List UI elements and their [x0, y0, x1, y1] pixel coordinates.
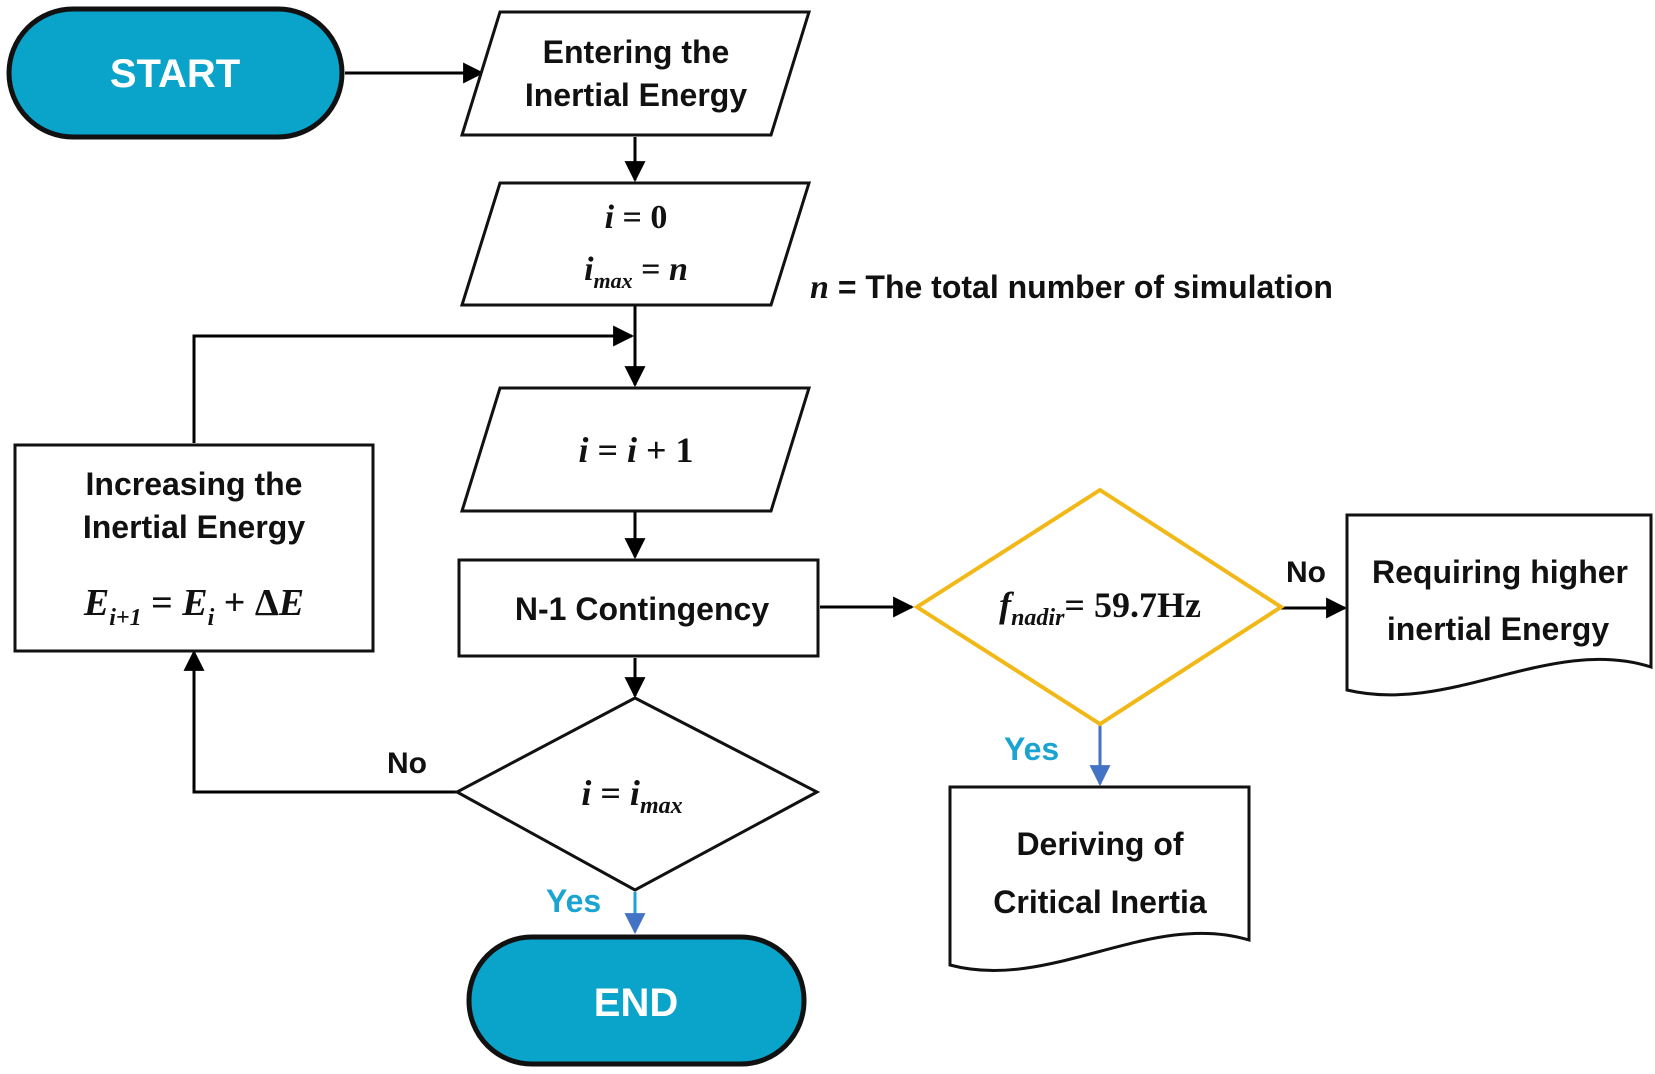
contingency-process: N-1 Contingency — [457, 558, 820, 658]
check-max-formula: i = imax — [581, 773, 682, 819]
critical-line1: Deriving of — [1016, 826, 1183, 862]
simulation-count-note: n = The total number of simulation — [810, 269, 1333, 306]
higher-line2: inertial Energy — [1387, 611, 1610, 647]
increment-formula: i = i + 1 — [578, 430, 693, 470]
connectors — [183, 62, 1348, 794]
critical-document: Deriving of Critical Inertia — [948, 785, 1251, 973]
enter-energy-io: Entering the Inertial Energy — [459, 10, 812, 137]
contingency-label: N-1 Contingency — [515, 591, 769, 627]
edge-label-max-yes: Yes — [546, 883, 601, 919]
higher-document: Requiring higher inertial Energy — [1345, 513, 1653, 697]
end-terminal: END — [466, 934, 807, 1067]
increase-formula: Ei+1 = Ei + ΔE — [83, 582, 304, 631]
edge-label-max-no: No — [387, 747, 427, 780]
increase-line1: Increasing the — [86, 466, 303, 502]
higher-line1: Requiring higher — [1372, 554, 1628, 590]
increase-process: Increasing the Inertial Energy Ei+1 = Ei… — [13, 443, 375, 653]
increment-io: i = i + 1 — [459, 386, 812, 513]
edge-label-nadir-yes: Yes — [1004, 731, 1059, 767]
end-label: END — [594, 981, 678, 1025]
edge-check-no-to-increase — [183, 649, 458, 794]
edge-loop-back — [192, 325, 635, 443]
init-io: i = 0 imax = n — [459, 181, 812, 307]
start-label: START — [110, 52, 240, 96]
check-max-decision: i = imax — [453, 696, 821, 892]
nadir-formula: fnadir= 59.7Hz — [999, 585, 1201, 631]
edge-label-nadir-no: No — [1286, 556, 1326, 589]
enter-energy-line1: Entering the — [543, 34, 730, 70]
start-terminal: START — [6, 6, 345, 140]
critical-line2: Critical Inertia — [993, 884, 1207, 920]
nadir-decision: fnadir= 59.7Hz — [913, 487, 1285, 727]
init-formula-line2: imax = n — [584, 251, 688, 293]
enter-energy-line2: Inertial Energy — [525, 77, 748, 113]
increase-line2: Inertial Energy — [83, 509, 306, 545]
init-formula-line1: i = 0 — [605, 199, 668, 236]
